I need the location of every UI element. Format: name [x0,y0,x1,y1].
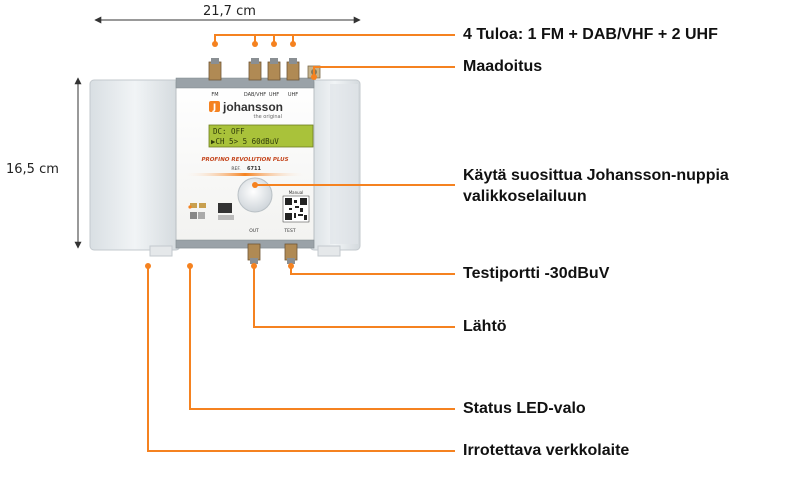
lcd-line-1: DC: OFF [213,127,245,136]
port-label-uhf2: UHF [288,92,298,98]
port-label-uhf1: UHF [269,92,279,98]
qr-label: Manual [289,190,304,195]
callout-dot-power-supply [145,263,151,269]
brand-tagline: the original [254,114,282,120]
callout-dot-knob [252,182,258,188]
callout-dot-ground [311,74,317,80]
input-connector-dab [248,58,262,81]
leader-line-output [253,266,455,328]
width-dimension-label: 21,7 cm [203,4,256,19]
svg-text:J: J [212,103,216,113]
housing-foot-left [149,245,173,257]
callout-dot-test-port [288,263,294,269]
callout-knob-line-2: valikkoselailuun [463,188,587,205]
output-connector [247,243,261,264]
brand-name: johansson [222,100,283,114]
leader-line-inputs [214,34,455,42]
leader-line-ground [313,66,455,76]
callout-test-port: Testiportti -30dBuV [463,265,610,282]
test-connector [284,243,298,264]
status-led [188,205,192,209]
leader-line-power-supply [147,266,455,452]
callout-status-led: Status LED-valo [463,400,586,417]
ref-number: 6711 [247,166,261,172]
callout-dot-output [251,263,257,269]
housing-foot-right [317,245,341,257]
callout-power-supply: Irrotettava verkkolaite [463,442,630,459]
leader-line-status-led [189,266,455,410]
lcd-display: DC: OFF ▶CH 5> 5 60dBuV [208,124,314,148]
model-name: PROFINO REVOLUTION PLUS [201,157,288,163]
port-label-dab: DAB/VHF [244,92,266,98]
callout-knob-line-1: Käytä suosittua Johansson-nuppia [463,167,729,184]
callout-ground: Maadoitus [463,58,543,75]
port-label-out: OUT [249,228,259,234]
left-housing-wing [89,79,181,251]
callout-inputs: 4 Tuloa: 1 FM + DAB/VHF + 2 UHF [463,26,718,43]
callout-dot-status-led [187,263,193,269]
lcd-line-2: ▶CH 5> 5 60dBuV [211,137,279,146]
callout-output: Lähtö [463,318,507,335]
compliance-marks [190,203,234,220]
qr-code: Manual [282,190,310,223]
port-label-test: TEST [283,228,295,234]
callout-dot-fm [212,41,218,47]
ref-label: REF. [231,166,240,172]
leader-line-test-port [290,266,455,275]
callout-dot-dab [252,41,258,47]
input-connector-uhf2 [286,58,300,81]
input-connector-uhf1 [267,58,281,81]
port-label-fm: FM [211,92,218,98]
navigation-knob[interactable] [237,177,273,213]
callout-dot-uhf2 [290,41,296,47]
amplifier-device: FM DAB/VHF UHF UHF J johansson the origi… [89,58,361,264]
brand-logo: J johansson the original [209,100,283,120]
callout-dot-uhf1 [271,41,277,47]
input-connector-fm [208,58,222,81]
height-dimension-label: 16,5 cm [6,162,59,177]
